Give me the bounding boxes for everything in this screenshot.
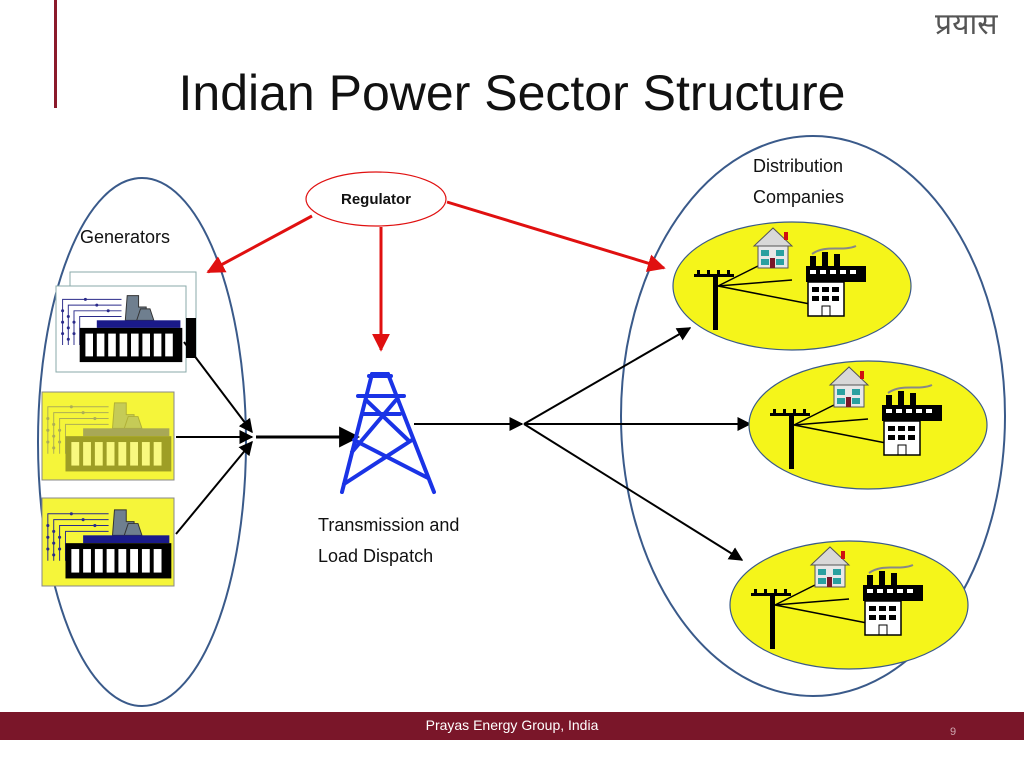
regulator-node bbox=[305, 171, 447, 227]
page-number: 9 bbox=[950, 726, 957, 738]
regulator-to-generators-arrow bbox=[206, 214, 313, 274]
accent-bar bbox=[54, 0, 57, 108]
distribution-company-3 bbox=[729, 540, 969, 670]
distribution-arrow-1 bbox=[523, 327, 692, 425]
distribution-company-1 bbox=[672, 221, 912, 351]
footer-bar bbox=[0, 712, 1024, 740]
generator-plant-2 bbox=[41, 391, 175, 481]
distribution-arrow-3 bbox=[523, 423, 744, 561]
distribution-label-line1: Distribution bbox=[753, 156, 843, 176]
distribution-company-2 bbox=[748, 360, 988, 490]
prayas-logo: प्रयास bbox=[935, 7, 998, 42]
transmission-tower-icon bbox=[340, 372, 436, 494]
footer-text: Prayas Energy Group, India bbox=[425, 717, 599, 733]
power-sector-diagram: Generators Distribution Companies Transm… bbox=[37, 135, 1006, 707]
generator-1-arrow bbox=[183, 341, 253, 434]
distribution-group-ellipse bbox=[620, 135, 1006, 697]
generator-plant-1 bbox=[55, 271, 197, 373]
generator-plant-3 bbox=[41, 497, 175, 587]
regulator-to-distribution-arrow bbox=[446, 200, 666, 272]
generator-3-arrow bbox=[175, 440, 253, 535]
regulator-label: Regulator bbox=[341, 191, 411, 208]
distribution-label-line2: Companies bbox=[753, 187, 844, 207]
slide-title: Indian Power Sector Structure bbox=[178, 65, 846, 121]
generators-label: Generators bbox=[80, 227, 170, 247]
transmission-label-line2: Load Dispatch bbox=[318, 546, 433, 566]
transmission-label-line1: Transmission and bbox=[318, 515, 459, 535]
